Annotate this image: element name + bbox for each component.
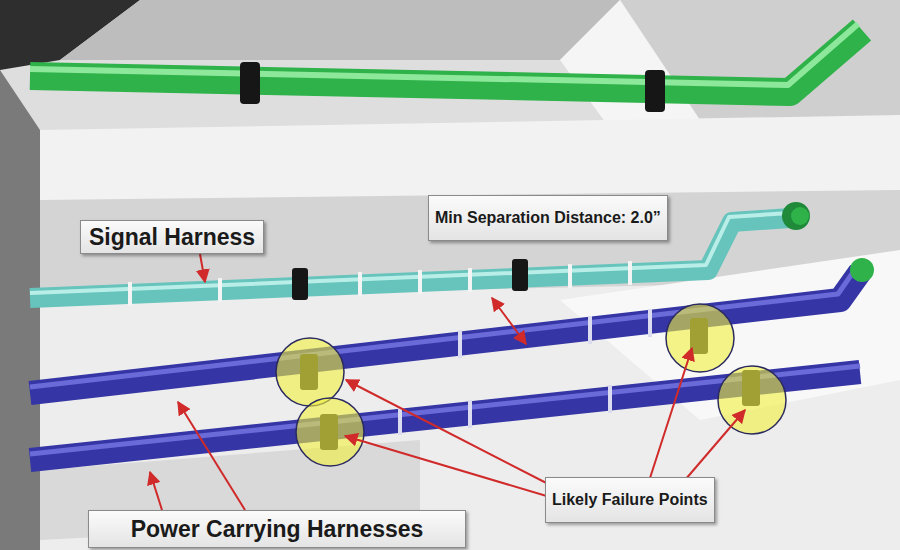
cable-tie [458,330,462,358]
label-box: Likely Failure Points [545,477,715,523]
power-highlight [30,366,860,454]
cable-ties [460,309,650,358]
cable-tie [218,278,222,302]
wall-panel [40,115,900,200]
power-highlight [30,268,856,387]
leader-arrow [150,472,162,510]
signal-highlight [30,213,790,293]
failure-highlight [276,338,344,406]
cable-tie [128,282,132,306]
label-box: Signal Harness [80,220,264,254]
leader-arrow [650,348,692,478]
label-box: Power Carrying Harnesses [88,510,466,548]
leader-arrow [200,254,205,282]
cable-tie [608,385,612,413]
box-text: Min Separation Distance: 2.0” [435,209,661,227]
clamp [645,70,665,112]
clamp [512,259,528,291]
cable-tie [648,309,652,337]
cable-tie [358,272,362,296]
cable-tie [628,261,632,285]
clamp [292,268,308,300]
box-text: Power Carrying Harnesses [131,516,424,542]
connector [791,207,809,225]
cable-tie [398,407,402,435]
leader-arrow [345,436,560,500]
signal-harness [30,218,790,298]
cable-tie [588,316,592,344]
cable-tie [568,264,572,288]
cable-ties [400,385,610,435]
clamp [240,62,260,104]
box-text: Likely Failure Points [552,491,708,509]
leader-arrows [150,254,745,510]
cable-tie [468,400,472,428]
ceiling-panel [60,0,620,60]
cable-tie [418,270,422,294]
leader-arrow [685,410,745,480]
leader-arrow [346,380,560,490]
label-box: Min Separation Distance: 2.0” [428,195,668,241]
failure-highlight [666,304,734,372]
leader-arrow [178,402,245,510]
side-wall [0,70,40,550]
connector [850,258,874,282]
cable-tie [468,268,472,292]
connector [782,202,810,230]
separation-arrow [492,298,526,344]
cable-ties [130,261,630,306]
failure-highlight [718,366,786,434]
failure-highlight [296,398,364,466]
green-highlight [30,24,858,85]
box-text: Signal Harness [89,224,255,250]
